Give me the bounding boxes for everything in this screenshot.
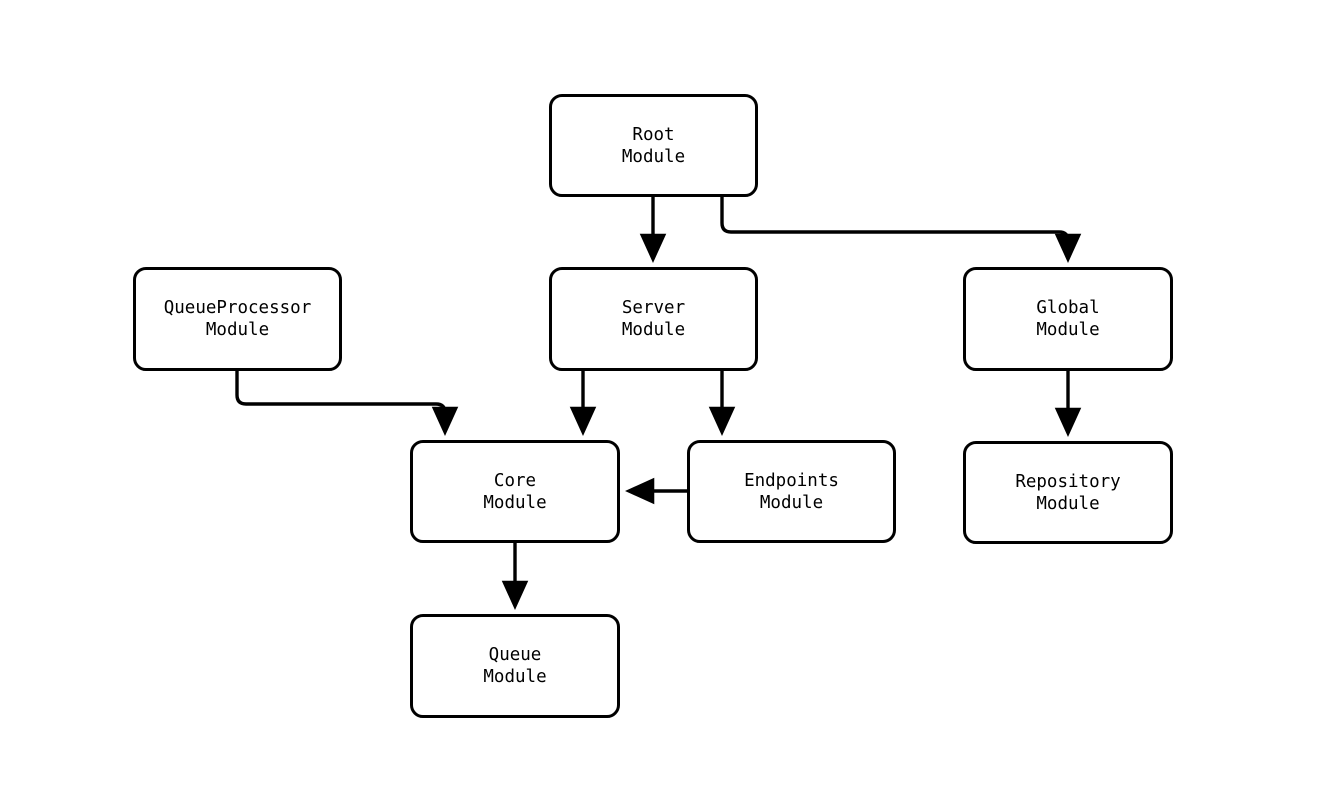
- node-repository-module[interactable]: Repository Module: [963, 441, 1173, 544]
- node-queue-module[interactable]: Queue Module: [410, 614, 620, 718]
- node-label-line1: Core: [493, 470, 537, 491]
- node-server-module[interactable]: Server Module: [549, 267, 758, 371]
- node-global-module[interactable]: Global Module: [963, 267, 1173, 371]
- edge-root-to-global: [720, 197, 1082, 263]
- node-label-line2: Module: [1036, 493, 1100, 514]
- node-label-line1: QueueProcessor: [163, 298, 312, 318]
- node-root-module[interactable]: Root Module: [549, 94, 758, 197]
- node-label-line2: Module: [1036, 320, 1100, 340]
- node-label-line1: Endpoints: [744, 470, 839, 491]
- node-label-line1: Server: [621, 298, 686, 318]
- node-label-line1: Root: [632, 124, 675, 145]
- node-label-line2: Module: [759, 492, 824, 513]
- node-core-module[interactable]: Core Module: [410, 440, 620, 543]
- node-label-line1: Global: [1036, 298, 1100, 318]
- node-label-line2: Module: [205, 320, 270, 340]
- node-label-line2: Module: [621, 146, 686, 167]
- node-label-line1: Repository: [1015, 471, 1121, 492]
- edge-queueprocessor-to-core: [235, 371, 459, 436]
- node-label-line1: Queue: [488, 645, 542, 665]
- node-label-line2: Module: [483, 492, 547, 513]
- node-label-line2: Module: [483, 667, 547, 687]
- node-queueprocessor-module[interactable]: QueueProcessor Module: [133, 267, 342, 371]
- node-label-line2: Module: [621, 320, 686, 340]
- node-endpoints-module[interactable]: Endpoints Module: [687, 440, 896, 543]
